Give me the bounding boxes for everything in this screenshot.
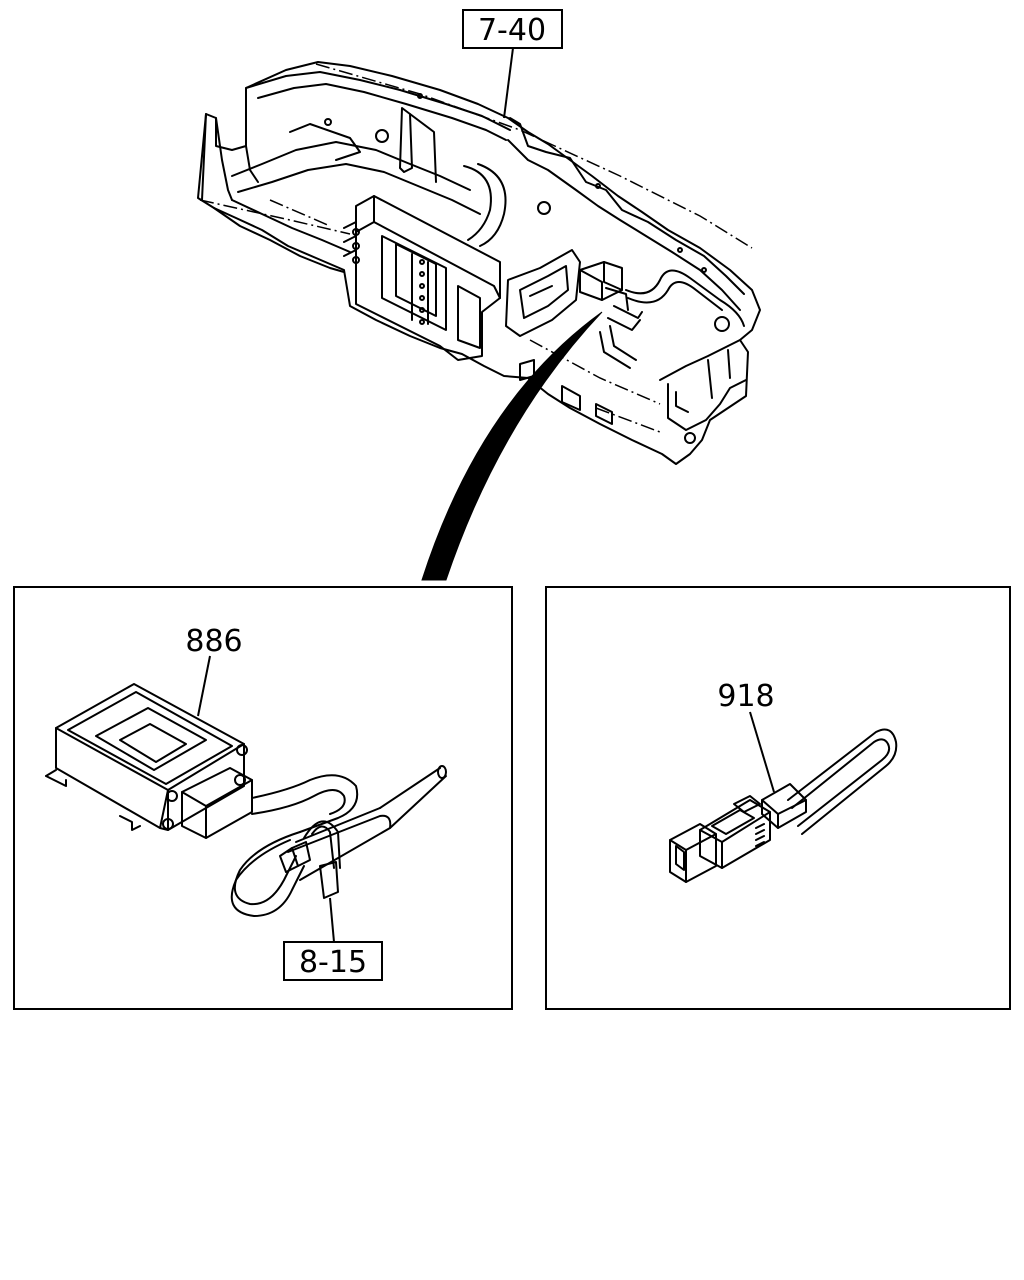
control-unit-886 [45, 683, 447, 917]
callout-8-15: 8-15 [283, 941, 383, 981]
zoom-pointer [421, 311, 603, 581]
leader-886 [197, 655, 211, 717]
callout-8-15-label: 8-15 [299, 945, 367, 980]
callout-7-40-label: 7-40 [478, 13, 546, 48]
left-detail-panel [13, 586, 513, 1010]
part-number-918: 918 [717, 679, 774, 714]
dashboard-assembly [197, 61, 761, 465]
leader-8-15 [329, 897, 335, 943]
part-number-886: 886 [185, 624, 242, 659]
hidden-lines [199, 63, 753, 433]
callout-7-40: 7-40 [462, 9, 563, 49]
leader-918 [749, 711, 775, 793]
connector-harness-918 [669, 728, 898, 883]
leader-7-40 [503, 47, 514, 119]
right-detail-panel [545, 586, 1011, 1010]
